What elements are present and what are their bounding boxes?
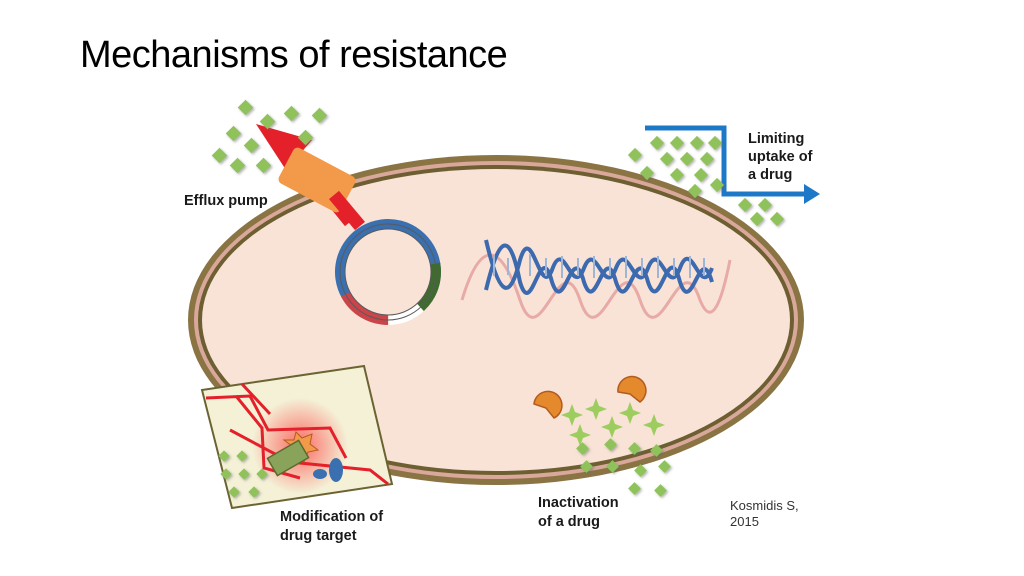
credit-line-1: Kosmidis S, bbox=[730, 498, 799, 513]
receptor-icon bbox=[329, 458, 343, 482]
dna-helix-icon bbox=[460, 239, 732, 319]
efflux-arrow-icon bbox=[256, 124, 312, 170]
limiting-uptake bbox=[645, 125, 820, 204]
modified-target-icon bbox=[266, 439, 310, 477]
drug-molecules-target bbox=[218, 450, 268, 498]
drug-molecules-uptake bbox=[627, 135, 785, 227]
label-limiting-uptake-1: Limiting bbox=[748, 131, 804, 147]
inactivation-enzymes bbox=[533, 375, 647, 419]
inactivated-drug-stars bbox=[561, 398, 665, 446]
label-inactivation-1: Inactivation bbox=[538, 495, 619, 511]
label-efflux-pump: Efflux pump bbox=[184, 193, 268, 209]
label-limiting-uptake-2: uptake of bbox=[748, 149, 813, 165]
enzyme-icon bbox=[617, 375, 647, 403]
efflux-pump bbox=[256, 124, 365, 231]
label-modification-1: Modification of bbox=[280, 509, 383, 525]
credit-line-2: 2015 bbox=[730, 514, 759, 529]
slide-title: Mechanisms of resistance bbox=[80, 34, 508, 76]
plasmid-icon bbox=[335, 219, 441, 325]
label-limiting-uptake-3: a drug bbox=[748, 167, 792, 183]
label-modification-2: drug target bbox=[280, 528, 357, 544]
enzyme-icon bbox=[533, 390, 563, 419]
label-inactivation-2: of a drug bbox=[538, 514, 600, 530]
uptake-arrow-icon bbox=[804, 184, 820, 204]
modification-inset bbox=[200, 364, 394, 510]
